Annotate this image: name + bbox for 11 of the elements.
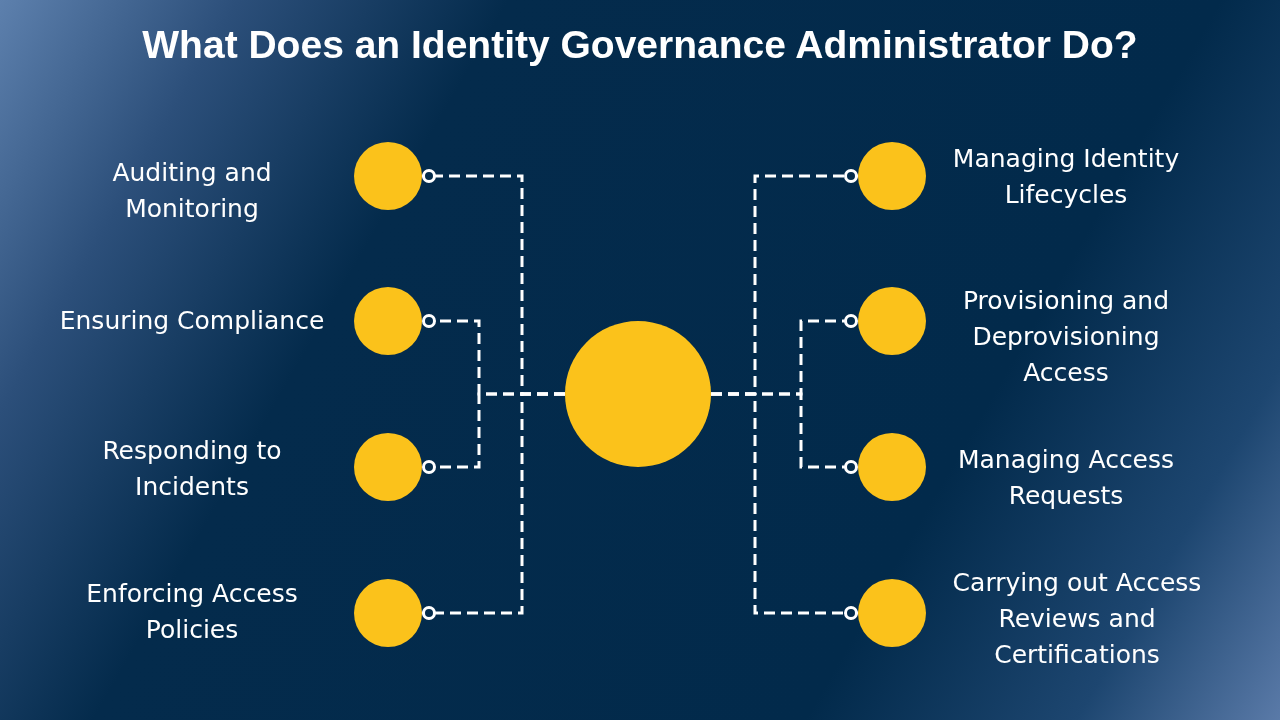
title: What Does an Identity Governance Administrator Do?: [142, 22, 1138, 68]
node-caption: Provisioning and Deprovisioning Access: [961, 285, 1171, 389]
dashed-connector: [422, 392, 565, 620]
node-caption: Carrying out Access Reviews and Certifications: [951, 567, 1203, 671]
node-caption: Responding to Incidents: [101, 435, 283, 503]
node-caption: Enforcing Access Policies: [85, 578, 299, 646]
node-caption: Managing Access Requests: [956, 444, 1176, 512]
node-caption: Managing Identity Lifecycles: [951, 143, 1181, 211]
dashed-connector: [711, 392, 858, 620]
node-caption: Auditing and Monitoring: [111, 157, 273, 225]
node-caption: Ensuring Compliance: [59, 305, 325, 337]
